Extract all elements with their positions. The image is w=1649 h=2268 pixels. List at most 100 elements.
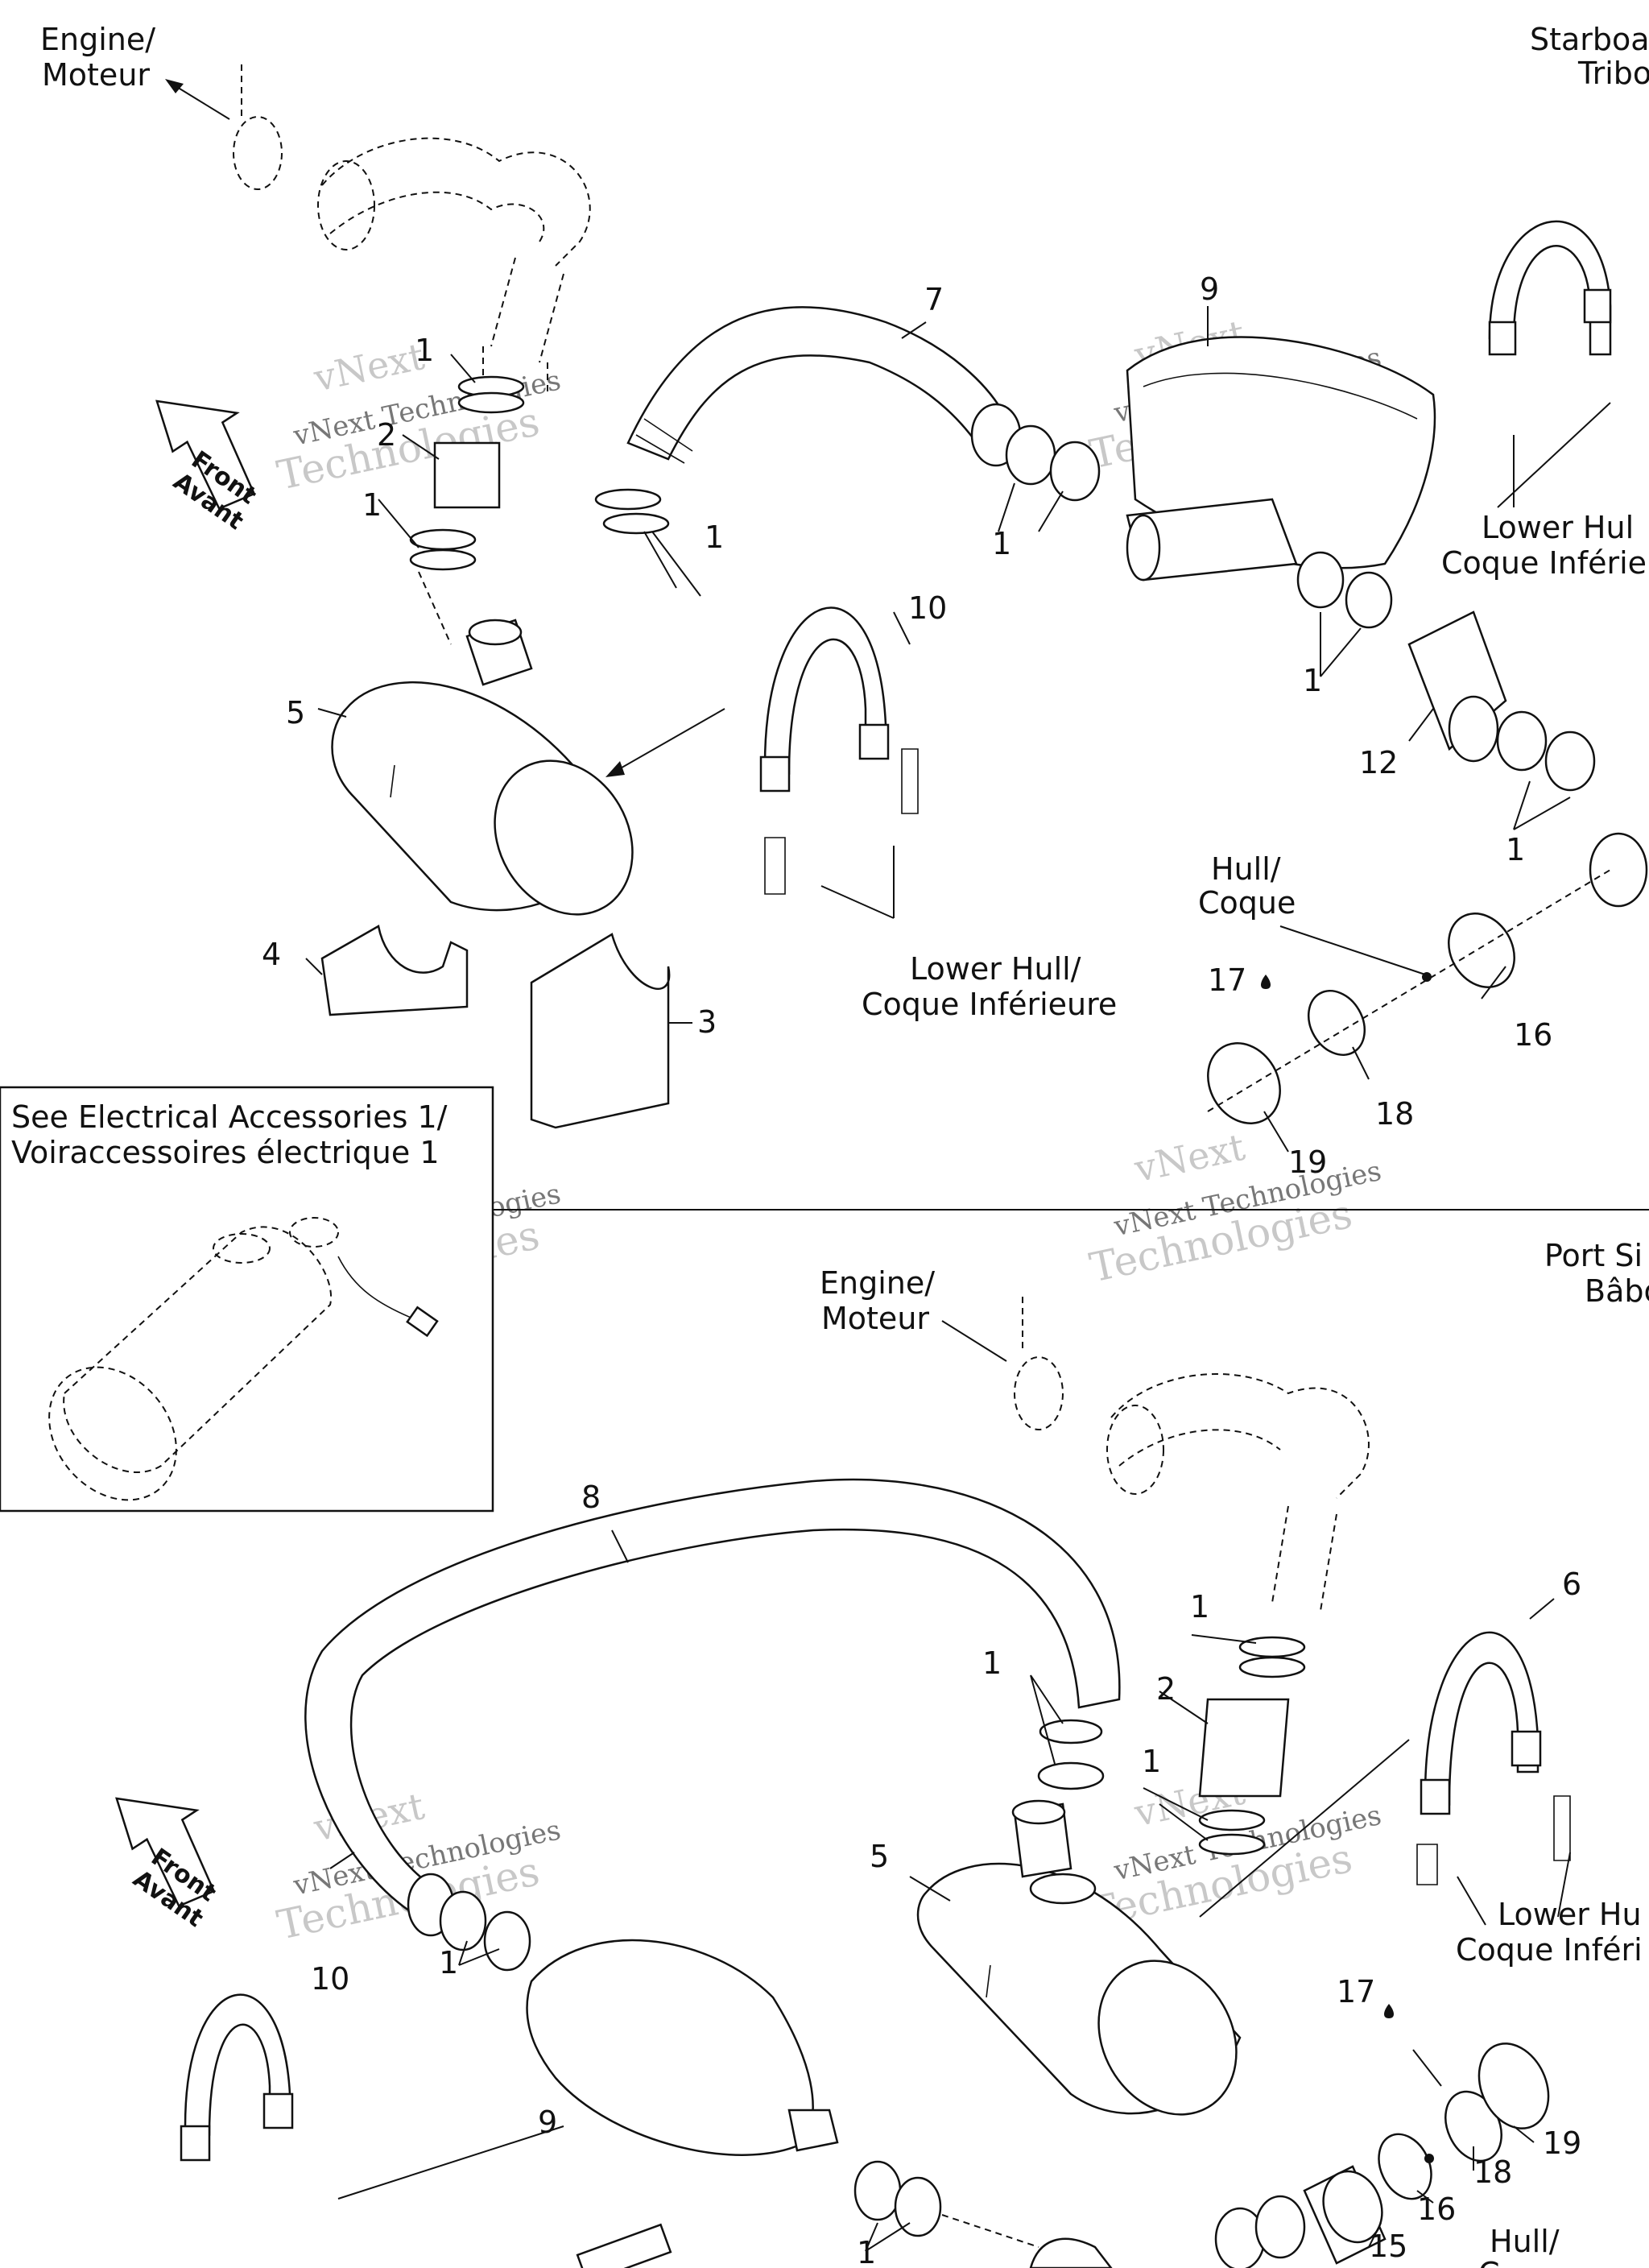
lower-hull-right-label-line2: Coque Inférie — [1441, 545, 1647, 581]
lower-hull-label-line2: Coque Inféri — [1456, 1932, 1643, 1968]
clamp-icon — [1296, 551, 1345, 609]
port-label-line2: Bâbo — [1585, 1273, 1649, 1309]
clamp-icon — [894, 2176, 942, 2237]
drop-icon — [1261, 975, 1271, 989]
clamp-set-lower — [409, 528, 477, 571]
accessories-label-line2: Voiraccessoires électrique 1 — [11, 1135, 440, 1170]
callout-number: 12 — [1359, 745, 1398, 780]
resonator-part-9 — [526, 1939, 814, 2156]
support-part-3 — [530, 933, 671, 1129]
pipe-fragment — [1029, 2237, 1113, 2268]
callout-number: 1 — [439, 1945, 458, 1980]
engine-label-line1: Engine/ — [820, 1265, 935, 1301]
callout-number: 9 — [538, 2105, 557, 2140]
engine-label-line2: Moteur — [42, 57, 150, 93]
engine-label-line1: Engine/ — [40, 22, 155, 57]
watermark-text: vNext — [309, 334, 428, 400]
callout-number: 1 — [1142, 1744, 1161, 1779]
clamp-icon — [594, 488, 662, 511]
callout-leaders — [305, 306, 1571, 1153]
exhaust-manifold — [1014, 1297, 1370, 1612]
arrow-head — [165, 79, 184, 93]
clamp-icon — [439, 1890, 487, 1951]
hose-end — [1448, 695, 1499, 763]
lower-hull-label-line1: Lower Hull/ — [910, 951, 1081, 987]
strap-part-6 — [1424, 1631, 1539, 1806]
engine-arrow — [941, 1320, 1007, 1362]
callout-number: 17 — [1337, 1974, 1375, 2009]
clamp-icon — [1198, 1809, 1266, 1831]
clamp-icon — [602, 512, 670, 535]
clamp-icon — [853, 2160, 902, 2221]
port-label-line1: Port Si — [1544, 1238, 1643, 1273]
callout-number: 19 — [1288, 1144, 1327, 1180]
pipe-part-8 — [304, 1478, 1121, 1918]
lower-hull-label-line2: Coque Inférieure — [862, 987, 1117, 1022]
muffler-part-5 — [916, 1799, 1242, 2116]
outlet-fitting — [1589, 832, 1648, 908]
drop-icon — [1384, 2004, 1394, 2018]
callout-number: 5 — [870, 1839, 889, 1874]
clamp-icon — [1238, 1656, 1306, 1678]
axis-line — [941, 2214, 1039, 2248]
clamp-icon — [1049, 441, 1101, 502]
clamp-icon — [1037, 1761, 1105, 1790]
strap-buckle — [1511, 1730, 1542, 1767]
callout-number: 1 — [1190, 1589, 1209, 1624]
front-arrow: Front Avant — [155, 399, 262, 536]
callout-number: 1 — [982, 1645, 1002, 1681]
leader-line — [611, 708, 725, 774]
strap-buckle — [262, 2092, 294, 2129]
gasket-part-16 — [1448, 913, 1515, 988]
outlet-end — [1126, 514, 1161, 581]
leader-line — [1457, 1852, 1571, 1926]
lower-hull-label-line1: Lower Hu — [1498, 1897, 1642, 1932]
callout-number: 17 — [1208, 962, 1246, 998]
front-arrow: Front Avant — [115, 1797, 221, 1933]
callout-number: 18 — [1473, 2154, 1512, 2190]
hull-leader — [1279, 925, 1426, 975]
accessories-frame — [0, 1086, 494, 1513]
hull-label-line2: Coque — [1198, 885, 1296, 921]
clamp-icon — [1496, 710, 1548, 772]
callout-number: 7 — [924, 282, 944, 317]
strap-buckle — [180, 2125, 211, 2162]
callout-number: 2 — [1156, 1671, 1176, 1707]
dash-guide — [418, 571, 452, 645]
support-block — [576, 2223, 672, 2268]
callout-number: 2 — [377, 417, 396, 453]
clamp-icon — [1238, 1636, 1306, 1658]
callout-number: 10 — [311, 1961, 349, 1997]
callout-number: 3 — [697, 1004, 717, 1040]
callout-number: 8 — [581, 1480, 601, 1515]
arrow-head — [605, 761, 625, 777]
leader-line — [820, 846, 895, 919]
clamp-icon — [1345, 571, 1393, 629]
strap-buckle — [759, 755, 791, 793]
starboard-assembly: Engine/ Moteur Starboa Tribo — [40, 22, 1649, 1180]
callout-number: 16 — [1417, 2191, 1456, 2227]
callout-number: 1 — [857, 2235, 876, 2268]
strap-buckle — [1488, 321, 1517, 356]
nut-part-19 — [1477, 2042, 1550, 2129]
callout-number: 6 — [1562, 1566, 1581, 1602]
clamp-icon — [1039, 1719, 1103, 1744]
callout-number: 1 — [362, 487, 382, 523]
callout-number: 1 — [705, 519, 724, 555]
sleeve-part-2 — [1198, 1698, 1290, 1798]
callout-number: 1 — [992, 526, 1011, 561]
callout-number: 5 — [286, 695, 305, 730]
lower-hull-right-label-line1: Lower Hul — [1482, 510, 1634, 545]
clamp-icon — [1005, 424, 1056, 486]
support-part-4 — [320, 925, 469, 1016]
watermark-text: vNext — [1130, 1125, 1250, 1191]
accessory-muffler — [48, 1217, 439, 1501]
callout-number: 18 — [1375, 1096, 1414, 1132]
callout-number: 16 — [1514, 1017, 1552, 1053]
strap-part — [1488, 220, 1612, 356]
callout-number: 19 — [1543, 2125, 1581, 2161]
callout-number: 1 — [1303, 663, 1322, 698]
resonator-bracket — [787, 2109, 839, 2152]
fitting-flange — [1322, 2170, 1383, 2244]
